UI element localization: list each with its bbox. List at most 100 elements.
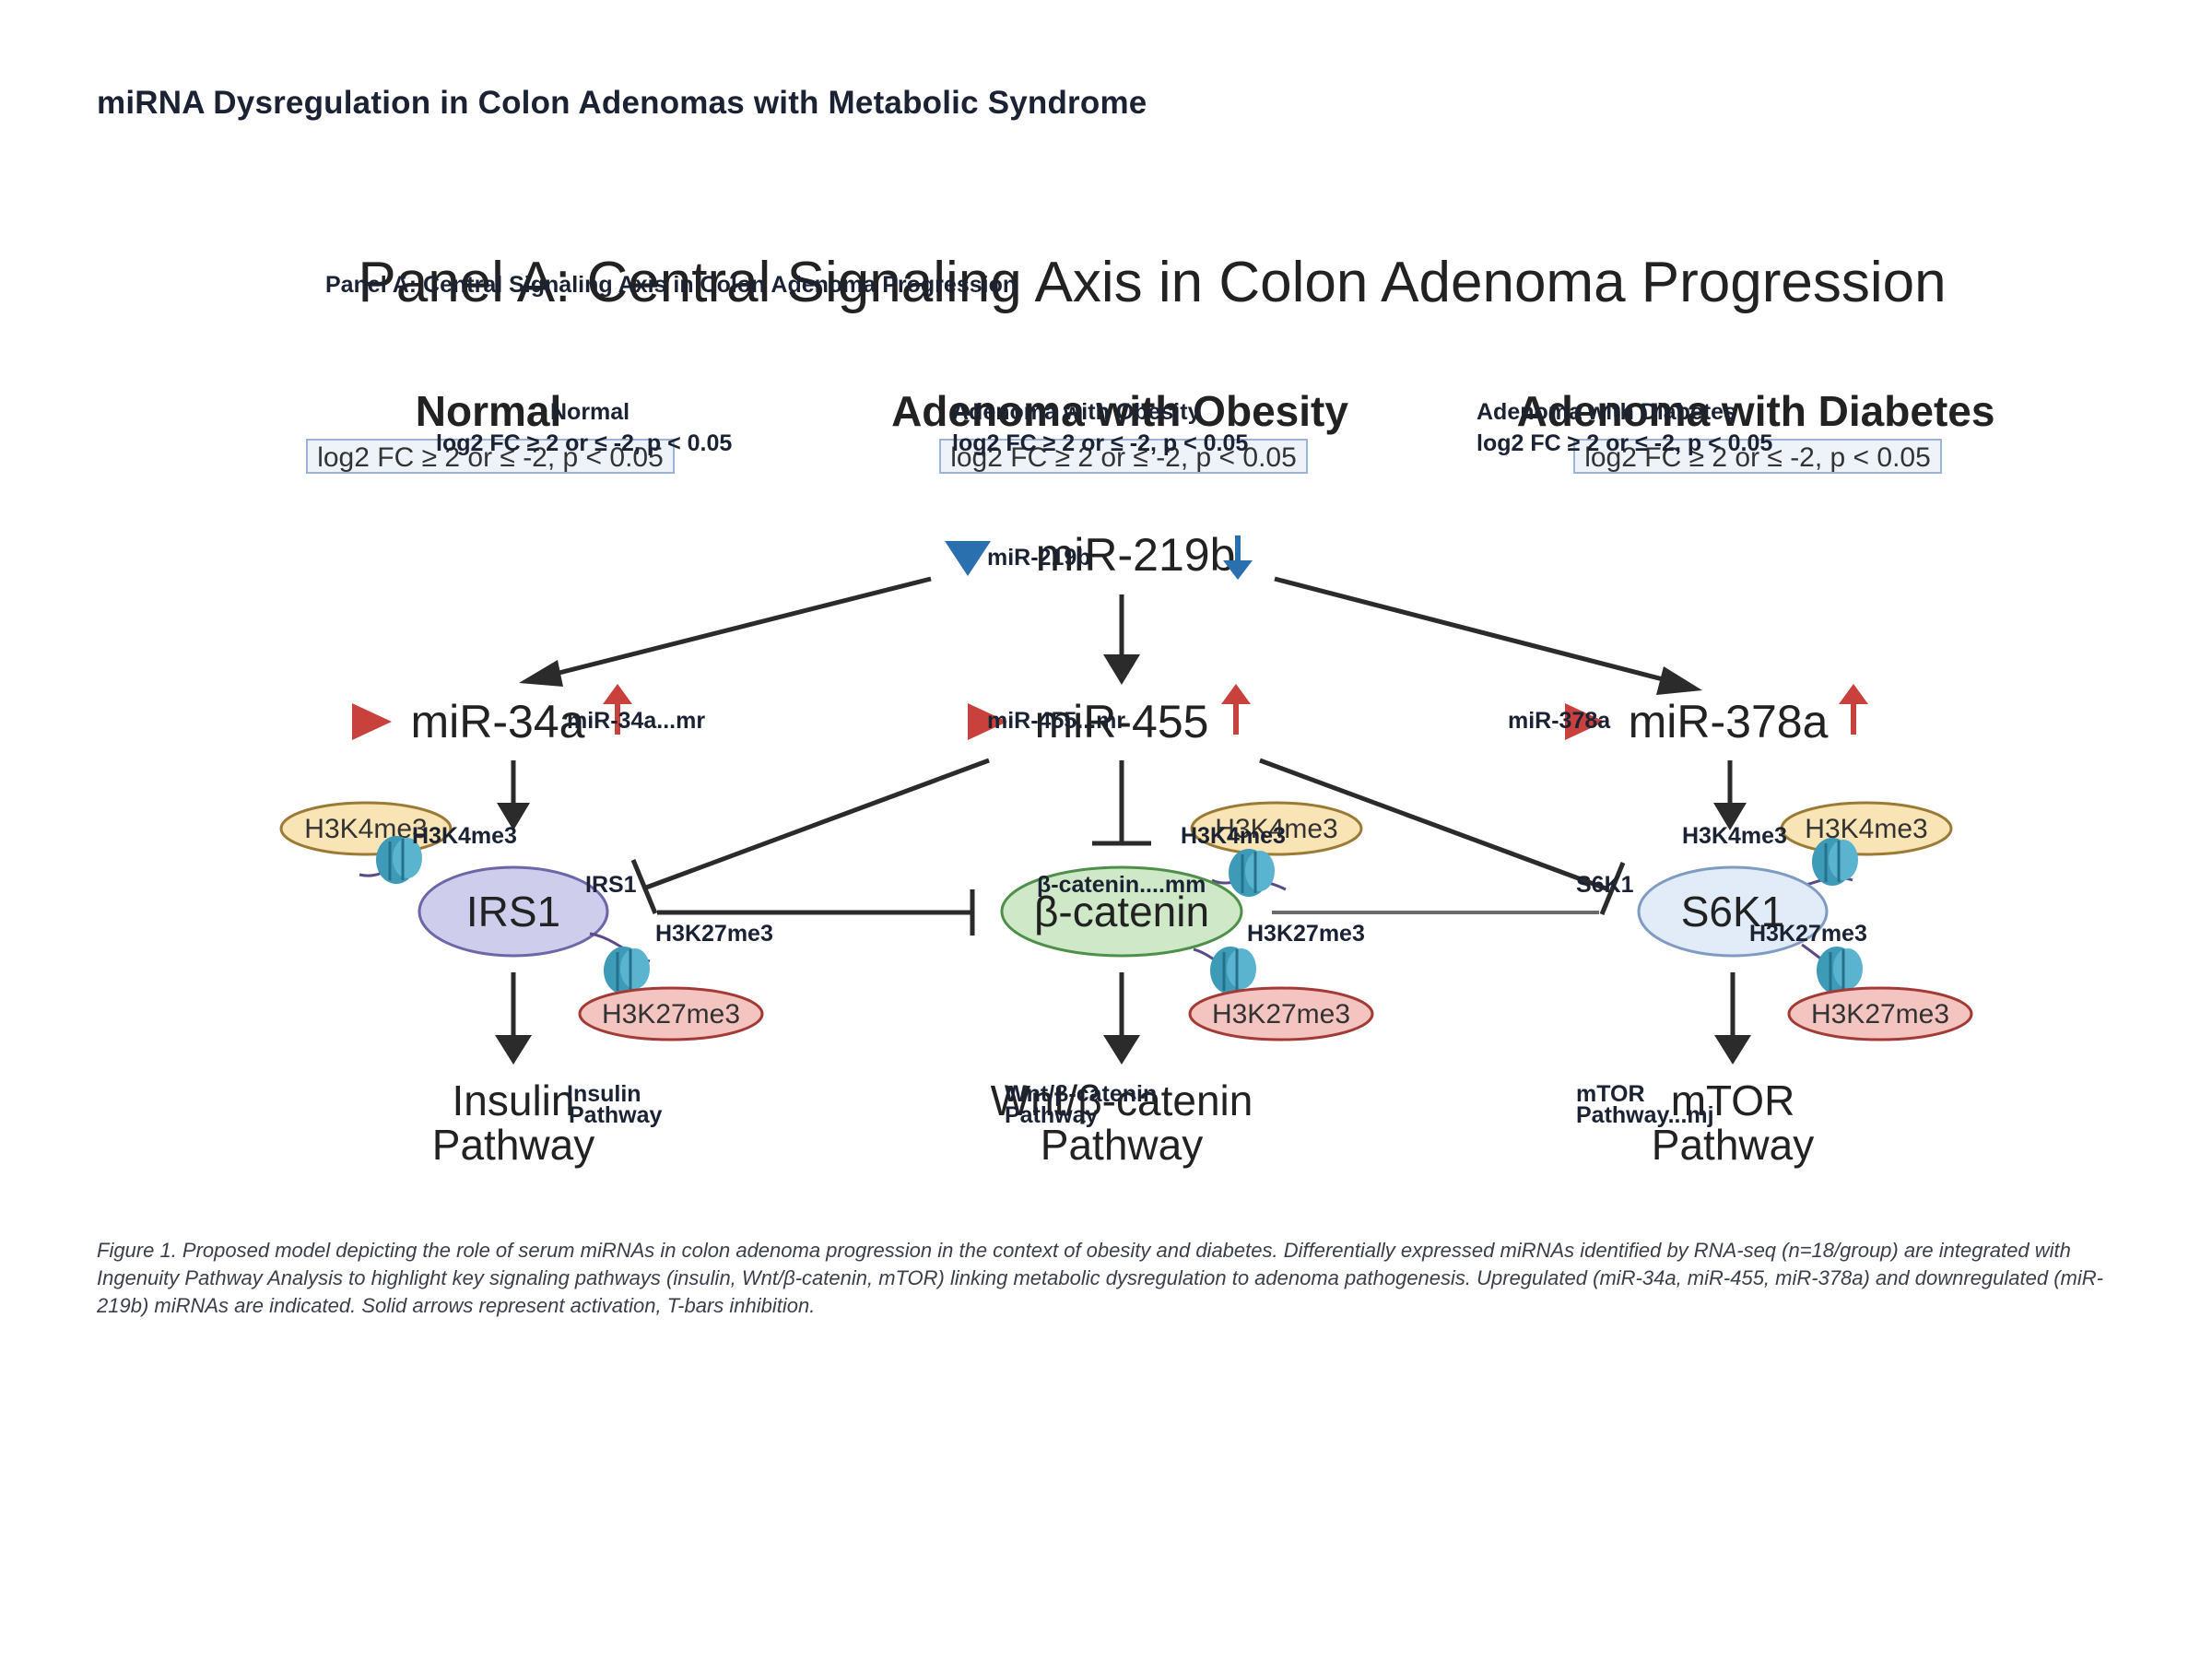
overlay-pathway: Wnt/β-catenin (1005, 1081, 1157, 1107)
pathway-wnt: Wnt/β-catenin Pathway (991, 1077, 1253, 1169)
h3k27me3-mark (1787, 986, 1973, 1041)
mirna-label: miR-455 (1035, 696, 1209, 747)
pathway-line2: Pathway (432, 1121, 594, 1169)
arrowhead-icon (1713, 803, 1747, 830)
column-name: Adenoma with Diabetes (1517, 387, 1995, 435)
inhibition-line (1259, 758, 1609, 892)
column-name: Normal (416, 387, 561, 435)
inhibition-tbar (630, 859, 658, 914)
arrowhead-icon (497, 803, 530, 830)
overlay-h3k27me3: H3K27me3 (1749, 921, 1867, 947)
pathway-insulin: Insulin Pathway (432, 1077, 594, 1169)
h3k4me3-label: H3K4me3 (1805, 814, 1927, 844)
s6k1-label: S6K1 (1681, 888, 1785, 935)
overlay-criteria: log2 FC ≥ 2 or ≤ -2, p < 0.05 (952, 430, 1248, 456)
h3k4me3-label: H3K4me3 (1215, 814, 1337, 844)
overlay-mirna: miR-378a (1508, 708, 1611, 734)
criteria-box (306, 439, 675, 474)
arrowhead-icon (495, 1035, 532, 1065)
overlay-column-name: Adenoma with Obesity (952, 399, 1201, 425)
down-arrow-icon (1223, 535, 1253, 580)
overlay-criteria: log2 FC ≥ 2 or ≤ -2, p < 0.05 (1477, 430, 1772, 456)
overlay-panel-title: Panel A: Central Signaling Axis in Colon… (325, 272, 1017, 298)
nucleosome-icon (1229, 849, 1275, 897)
up-arrow-icon (603, 684, 632, 735)
signaling-diagram: Panel A: Central Signaling Axis in Colon… (279, 251, 1995, 1169)
inhibition-tbar (1599, 862, 1626, 915)
criteria-box (939, 439, 1308, 474)
overlay-pathway: Insulin (567, 1081, 641, 1107)
pathway-mtor: mTOR Pathway (1652, 1077, 1814, 1169)
target-beta-catenin: H3K4me3 β-catenin H3K27me3 (1000, 801, 1374, 1041)
mirna-label: miR-378a (1629, 696, 1829, 747)
overlay-target: S6K1 (1576, 872, 1634, 898)
nucleosome-icon (1812, 838, 1858, 886)
arrowhead-icon (1656, 666, 1702, 695)
h3k27me3-mark (1188, 986, 1374, 1041)
overlay-h3k27me3: H3K27me3 (1247, 921, 1365, 947)
nucleosome-icon (1210, 947, 1256, 994)
target-irs1: H3K4me3 IRS1 H3K27me3 (279, 801, 764, 1041)
target-s6k1: H3K4me3 S6K1 H3K27me3 (1637, 801, 1973, 1041)
mirna-label: miR-219b (1036, 529, 1236, 581)
pathway-line1: mTOR (1671, 1077, 1795, 1124)
column-header-diabetes: Adenoma with Diabetes log2 FC ≥ 2 or ≤ -… (1517, 387, 1995, 474)
nucleosome-icon (1817, 947, 1863, 994)
right-triangle-icon (1565, 703, 1605, 740)
overlay-h3k4me3: H3K4me3 (1181, 823, 1286, 849)
column-name: Adenoma with Obesity (891, 387, 1348, 435)
overlay-mirna: miR-455...mr (987, 708, 1125, 734)
criteria-text: log2 FC ≥ 2 or ≤ -2, p < 0.05 (317, 442, 664, 473)
irs1-label: IRS1 (466, 888, 560, 935)
beta-catenin-node (1000, 865, 1243, 958)
inhibition-line (645, 758, 990, 890)
down-triangle-icon (945, 541, 991, 576)
overlay-mirna: miR-34a...mr (567, 708, 705, 734)
overlay-pathway: mTOR (1576, 1081, 1645, 1107)
page-title: miRNA Dysregulation in Colon Adenomas wi… (97, 85, 1147, 121)
mirna-top: miR-219b (945, 529, 1253, 581)
beta-catenin-label: β-catenin (1034, 888, 1209, 935)
h3k27me3-mark (578, 986, 764, 1041)
pathway-line1: Wnt/β-catenin (991, 1077, 1253, 1124)
right-triangle-icon (968, 703, 1007, 740)
panel-title: Panel A: Central Signaling Axis in Colon… (358, 251, 1946, 314)
overlay-criteria: log2 FC ≥ 2 or ≤ -2, p < 0.05 (436, 430, 732, 456)
overlay-pathway: Pathway (1005, 1102, 1099, 1128)
up-arrow-icon (1221, 684, 1251, 735)
overlay-column-name: Adenoma with Diabetes (1477, 399, 1736, 425)
arrowhead-icon (1103, 654, 1140, 685)
nucleosome-icon (376, 836, 422, 884)
overlay-column-name: Normal (550, 399, 629, 425)
overlay-pathway: Pathway (569, 1102, 663, 1128)
h3k27me3-label: H3K27me3 (1212, 999, 1350, 1030)
figure-caption: Figure 1. Proposed model depicting the r… (97, 1239, 2103, 1317)
overlay-labels: Panel A: Central Signaling Axis in Colon… (325, 272, 1867, 1128)
up-arrow-icon (1839, 684, 1868, 735)
overlay-target: β-catenin....mm (1037, 872, 1206, 898)
mirna-center: miR-455 (968, 684, 1251, 747)
overlay-pathway: Pathway...mj (1576, 1102, 1714, 1128)
pathway-line2: Pathway (1041, 1121, 1203, 1169)
arrowhead-icon (519, 660, 563, 687)
activation-arrow (1274, 576, 1692, 689)
criteria-text: log2 FC ≥ 2 or ≤ -2, p < 0.05 (1584, 442, 1931, 473)
mirna-left: miR-34a (352, 684, 632, 747)
right-triangle-icon (352, 703, 392, 740)
criteria-box (1573, 439, 1942, 474)
h3k27me3-label: H3K27me3 (602, 999, 740, 1030)
column-header-normal: Normal log2 FC ≥ 2 or ≤ -2, p < 0.05 (306, 387, 675, 474)
criteria-text: log2 FC ≥ 2 or ≤ -2, p < 0.05 (950, 442, 1297, 473)
pathway-line1: Insulin (453, 1077, 575, 1124)
arrowhead-icon (1714, 1035, 1751, 1065)
h3k27me3-label: H3K27me3 (1811, 999, 1949, 1030)
diagram-figure: Panel A: Central Signaling Axis in Colon… (97, 244, 2115, 1184)
overlay-target: IRS1 (585, 872, 637, 898)
h3k4me3-mark (1190, 801, 1363, 856)
column-header-obesity: Adenoma with Obesity log2 FC ≥ 2 or ≤ -2… (891, 387, 1348, 474)
overlay-h3k4me3: H3K4me3 (1682, 823, 1787, 849)
overlay-mirna: miR-219b (987, 545, 1091, 571)
arrowhead-icon (1103, 1035, 1140, 1065)
nucleosome-icon (604, 947, 650, 994)
mirna-label: miR-34a (411, 696, 585, 747)
